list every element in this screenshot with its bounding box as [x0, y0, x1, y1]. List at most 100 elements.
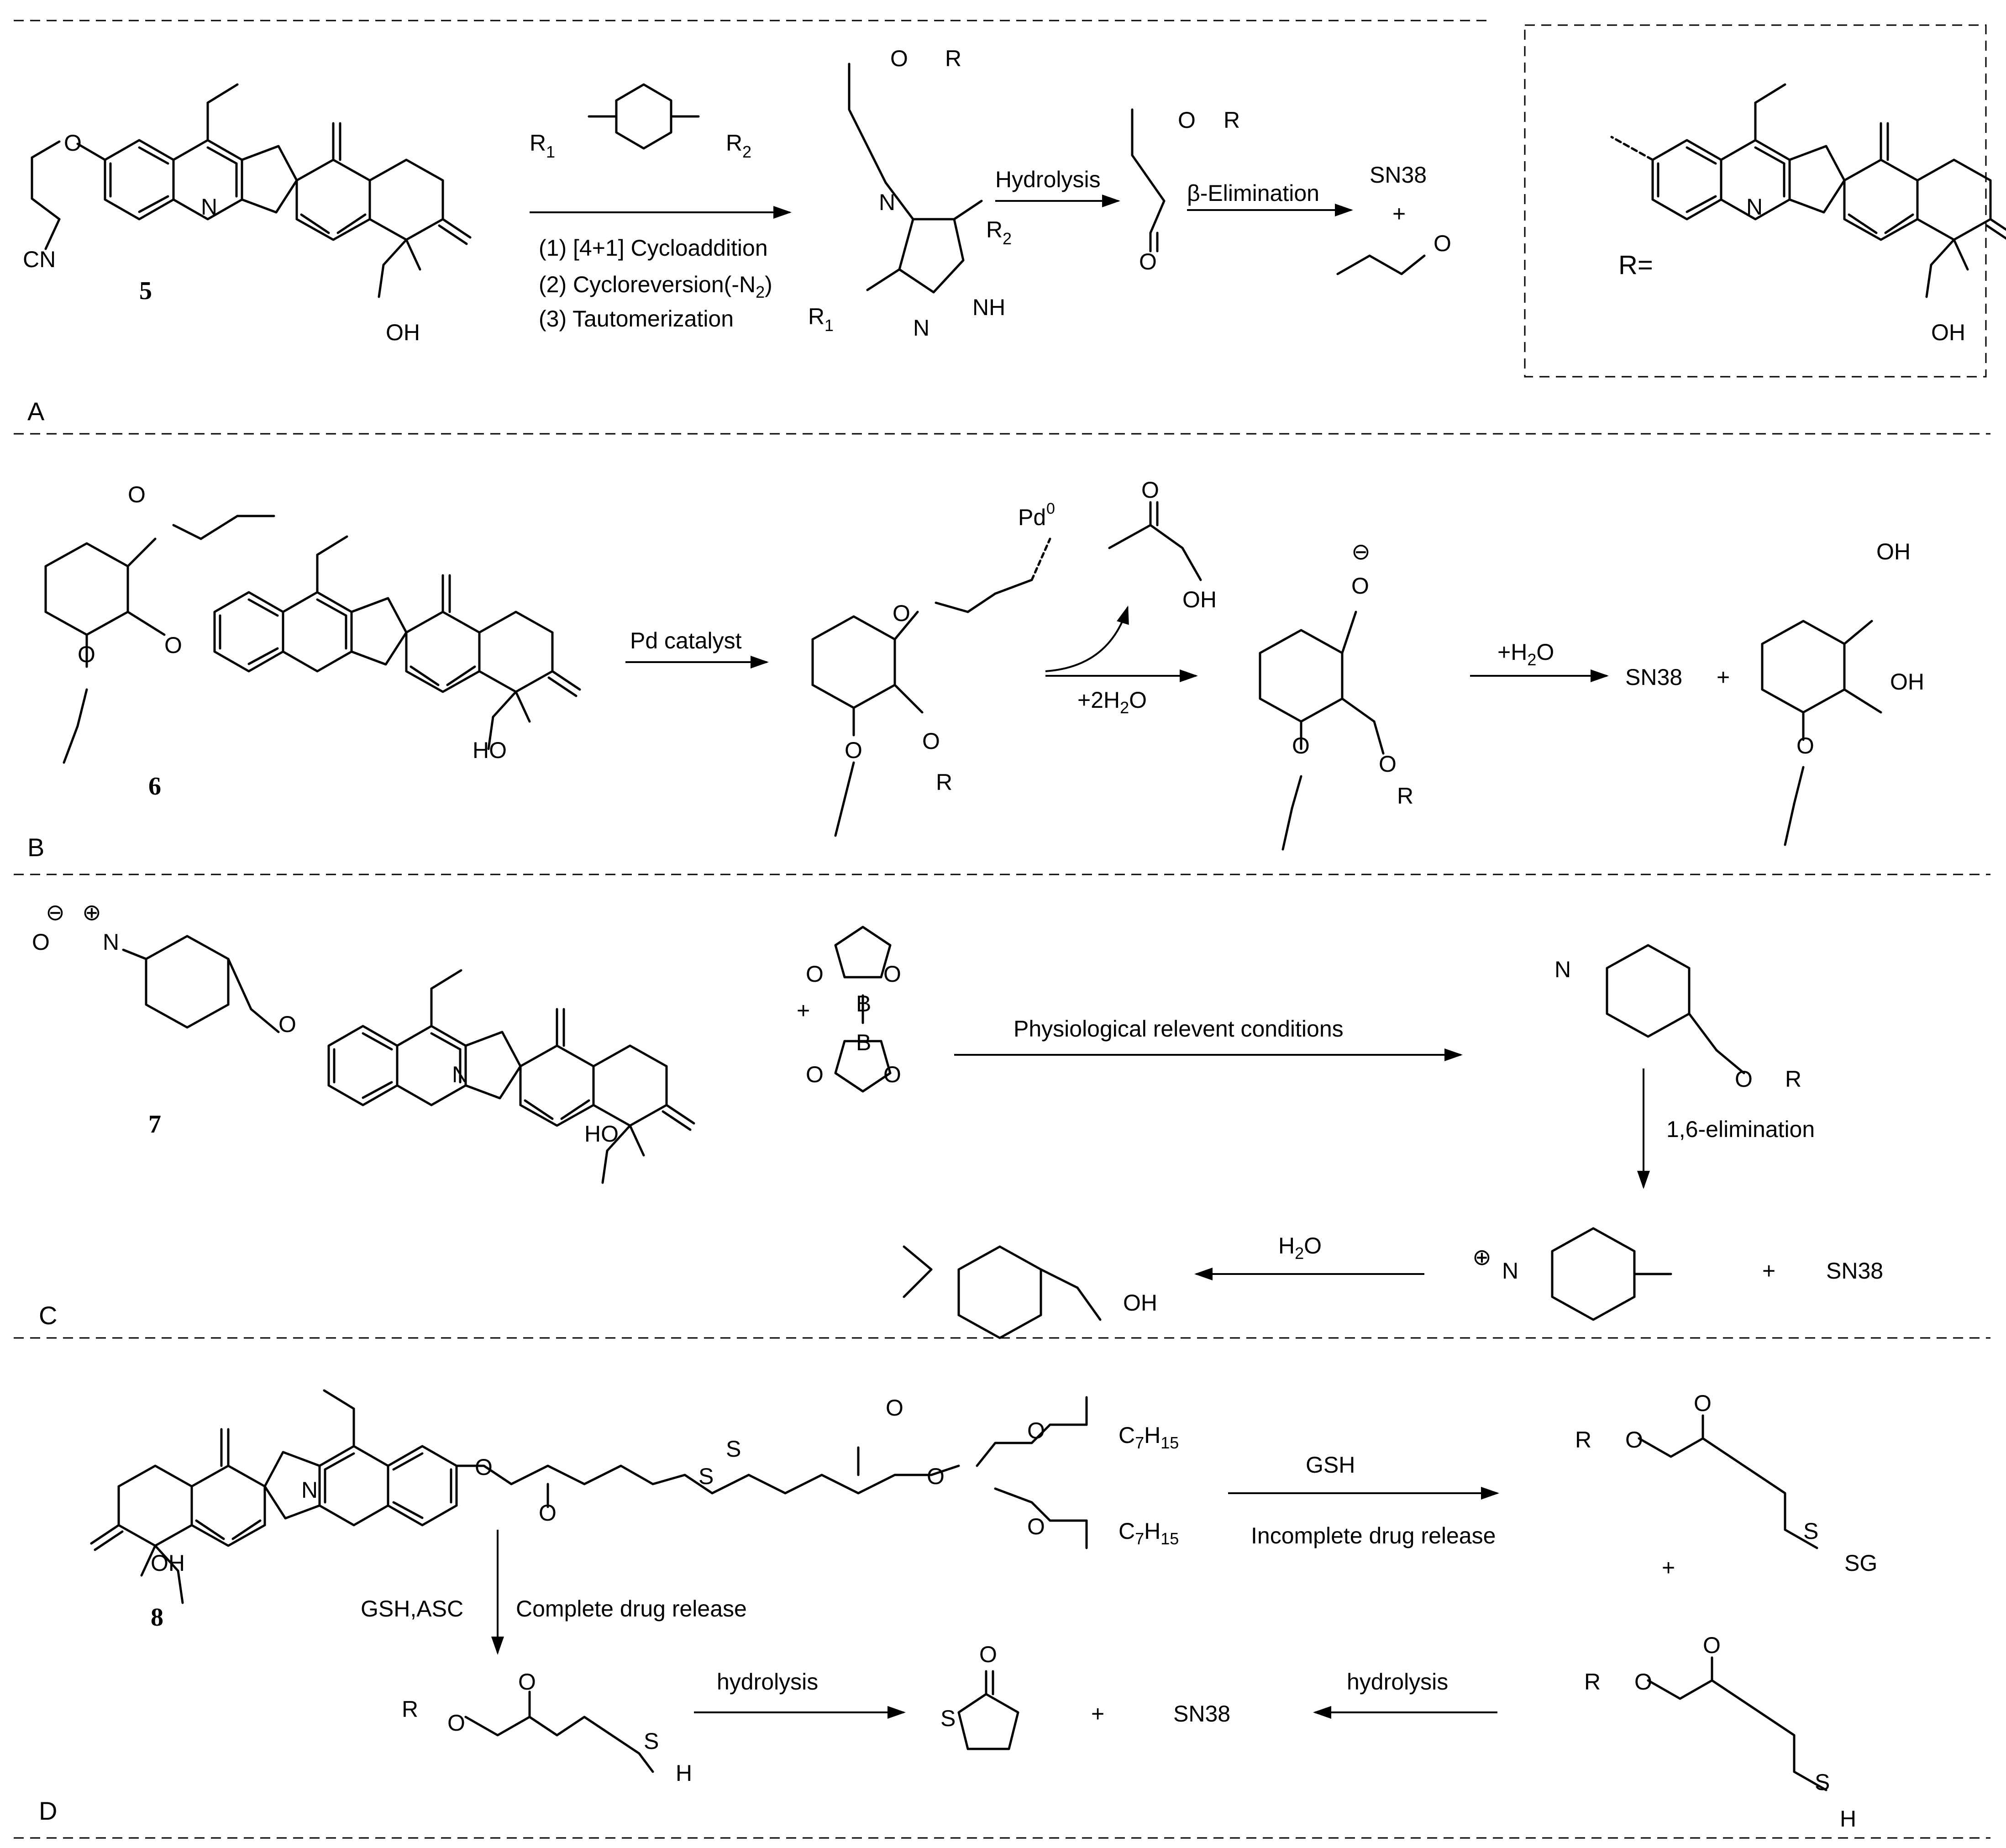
pyrazole-r2-sub: 2 — [1003, 229, 1012, 248]
hydrolysis-left-label: hydrolysis — [717, 1669, 818, 1695]
pyrazole-n: N — [913, 315, 929, 341]
compound-8-core — [91, 1390, 457, 1603]
thiol-left-co: O — [518, 1669, 536, 1695]
compound-8-o5: O — [1027, 1418, 1045, 1443]
compound-7-core — [329, 970, 694, 1183]
tetrazine-r1-sub: 1 — [546, 142, 555, 161]
pd-complex-o1: O — [893, 600, 910, 626]
sn38-b: SN38 — [1625, 664, 1682, 690]
benzyl-ether-r: R — [1785, 1066, 1801, 1092]
conditions-label: Physiological relevent conditions — [1014, 1016, 1344, 1042]
acrolein-o: O — [1434, 231, 1451, 256]
compound-8-s1: S — [698, 1464, 714, 1489]
thiol-right-o: O — [1634, 1669, 1652, 1695]
pd-catalyst-label: Pd catalyst — [630, 628, 742, 653]
pd-complex-o2: O — [922, 728, 940, 754]
aldehyde-r: R — [1224, 107, 1240, 133]
b2pin2-o1: O — [806, 961, 824, 987]
b2pin2-o2: O — [883, 961, 901, 987]
byproduct-b-structure — [1761, 620, 1882, 846]
r-definition-n: N — [1746, 194, 1763, 220]
sn38-a: SN38 — [1370, 162, 1427, 188]
sn38-d: SN38 — [1173, 1701, 1230, 1727]
hydroxyacetone-structure — [1108, 501, 1202, 581]
beta-elimination-label: β-Elimination — [1187, 180, 1319, 206]
plus-c1: + — [797, 998, 810, 1023]
pd-complex-pd: Pd — [1018, 505, 1046, 530]
iminium-n: N — [1502, 1258, 1518, 1284]
b2pin2-b1: B — [856, 991, 871, 1016]
compound-6-o3: O — [164, 632, 182, 658]
tetrazine-r2: R — [726, 130, 742, 156]
aldehyde-o: O — [1178, 107, 1196, 133]
pyrazole-intermediate-structure — [848, 63, 983, 294]
compound-7-minus: ⊖ — [46, 900, 65, 925]
compound-7-n-ring: N — [452, 1062, 468, 1087]
water-c-label: H2O — [1278, 1233, 1322, 1263]
tetrazine-r1: R — [530, 130, 546, 156]
compound-7-structure — [122, 935, 280, 1033]
thiol-left-o: O — [447, 1710, 465, 1736]
panel-c: C O ⊖ N ⊕ O N HO 7 + B B O O O O Phy — [32, 900, 1883, 1339]
byproduct-c-oh: OH — [1123, 1290, 1157, 1316]
pyrazole-n-imine: N — [879, 190, 895, 215]
pyrazole-r: R — [945, 46, 961, 71]
r-equals: R= — [1618, 250, 1653, 280]
compound-8-linker — [455, 1396, 1088, 1549]
compound-8-o4: O — [927, 1464, 945, 1489]
plus-d1: + — [1662, 1555, 1675, 1580]
pyrazole-r1-sub: 1 — [824, 316, 834, 335]
pyrazole-r1: R — [808, 304, 824, 329]
compound-8-o2: O — [539, 1500, 557, 1526]
plus-b: + — [1717, 664, 1730, 690]
step-1-text: (1) [4+1] Cycloaddition — [539, 235, 768, 261]
r-definition-structure — [1610, 84, 2006, 297]
thiol-right-structure — [1647, 1656, 1827, 1791]
panel-c-label: C — [39, 1301, 57, 1330]
thiol-right-co: O — [1703, 1632, 1721, 1658]
thiol-right-s: S — [1815, 1769, 1830, 1795]
panel-d: D N OH 8 O O S S O O O O C7H15 C7H15 GSH… — [39, 1390, 1877, 1832]
compound-5-cn: CN — [23, 247, 56, 272]
iminium-plus-charge: ⊕ — [1472, 1244, 1491, 1270]
r-definition-oh: OH — [1931, 320, 1965, 345]
thiol-left-s: S — [644, 1728, 659, 1754]
thiolactone-o: O — [979, 1642, 997, 1667]
mixed-disulfide-sg: SG — [1844, 1550, 1877, 1576]
dimethylaminobenzyl-structure — [1606, 944, 1745, 1074]
thiol-right-h: H — [1840, 1806, 1856, 1832]
sn38-c: SN38 — [1826, 1258, 1883, 1284]
b2pin2-b2: B — [856, 1030, 871, 1055]
plus-c2: + — [1762, 1258, 1775, 1284]
hydroxyacetone-o: O — [1141, 477, 1159, 503]
phenoxide-o: O — [1351, 573, 1369, 599]
compound-6-o1: O — [128, 482, 146, 507]
compound-5-n: N — [201, 194, 217, 220]
byproduct-b-oh2: OH — [1890, 669, 1924, 695]
panel-a: A O CN N OH 5 R 1 R 2 (1) [4+1] Cycloadd… — [23, 46, 2006, 426]
pd-complex-structure — [811, 537, 1051, 837]
hydroxyacetone-oh: OH — [1182, 587, 1217, 612]
phenoxide-structure — [1259, 611, 1385, 851]
compound-8-c7h15-2: C7H15 — [1119, 1518, 1179, 1548]
compound-8-number: 8 — [151, 1603, 163, 1632]
mixed-disulfide-r: R — [1575, 1427, 1591, 1453]
compound-5-o: O — [64, 130, 82, 156]
phenoxide-o3: O — [1292, 733, 1310, 758]
pyrazole-o: O — [890, 46, 908, 71]
compound-7-n: N — [103, 929, 119, 955]
plus-d2: + — [1091, 1701, 1104, 1727]
compound-7-ho: HO — [584, 1121, 619, 1147]
thiol-right-r: R — [1584, 1669, 1601, 1695]
thiolactone-s: S — [940, 1706, 956, 1731]
compound-5-oh: OH — [386, 320, 420, 345]
compound-7-number: 7 — [148, 1110, 161, 1138]
pd-complex-pd-sup: 0 — [1046, 500, 1055, 517]
compound-8-o6: O — [1027, 1514, 1045, 1539]
tetrazine-structure — [588, 83, 700, 150]
aldehyde-intermediate-structure — [1131, 108, 1166, 253]
byproduct-c-structure — [903, 1245, 1102, 1339]
pd-complex-o3: O — [845, 737, 862, 763]
thiolactone-structure — [957, 1670, 1019, 1750]
